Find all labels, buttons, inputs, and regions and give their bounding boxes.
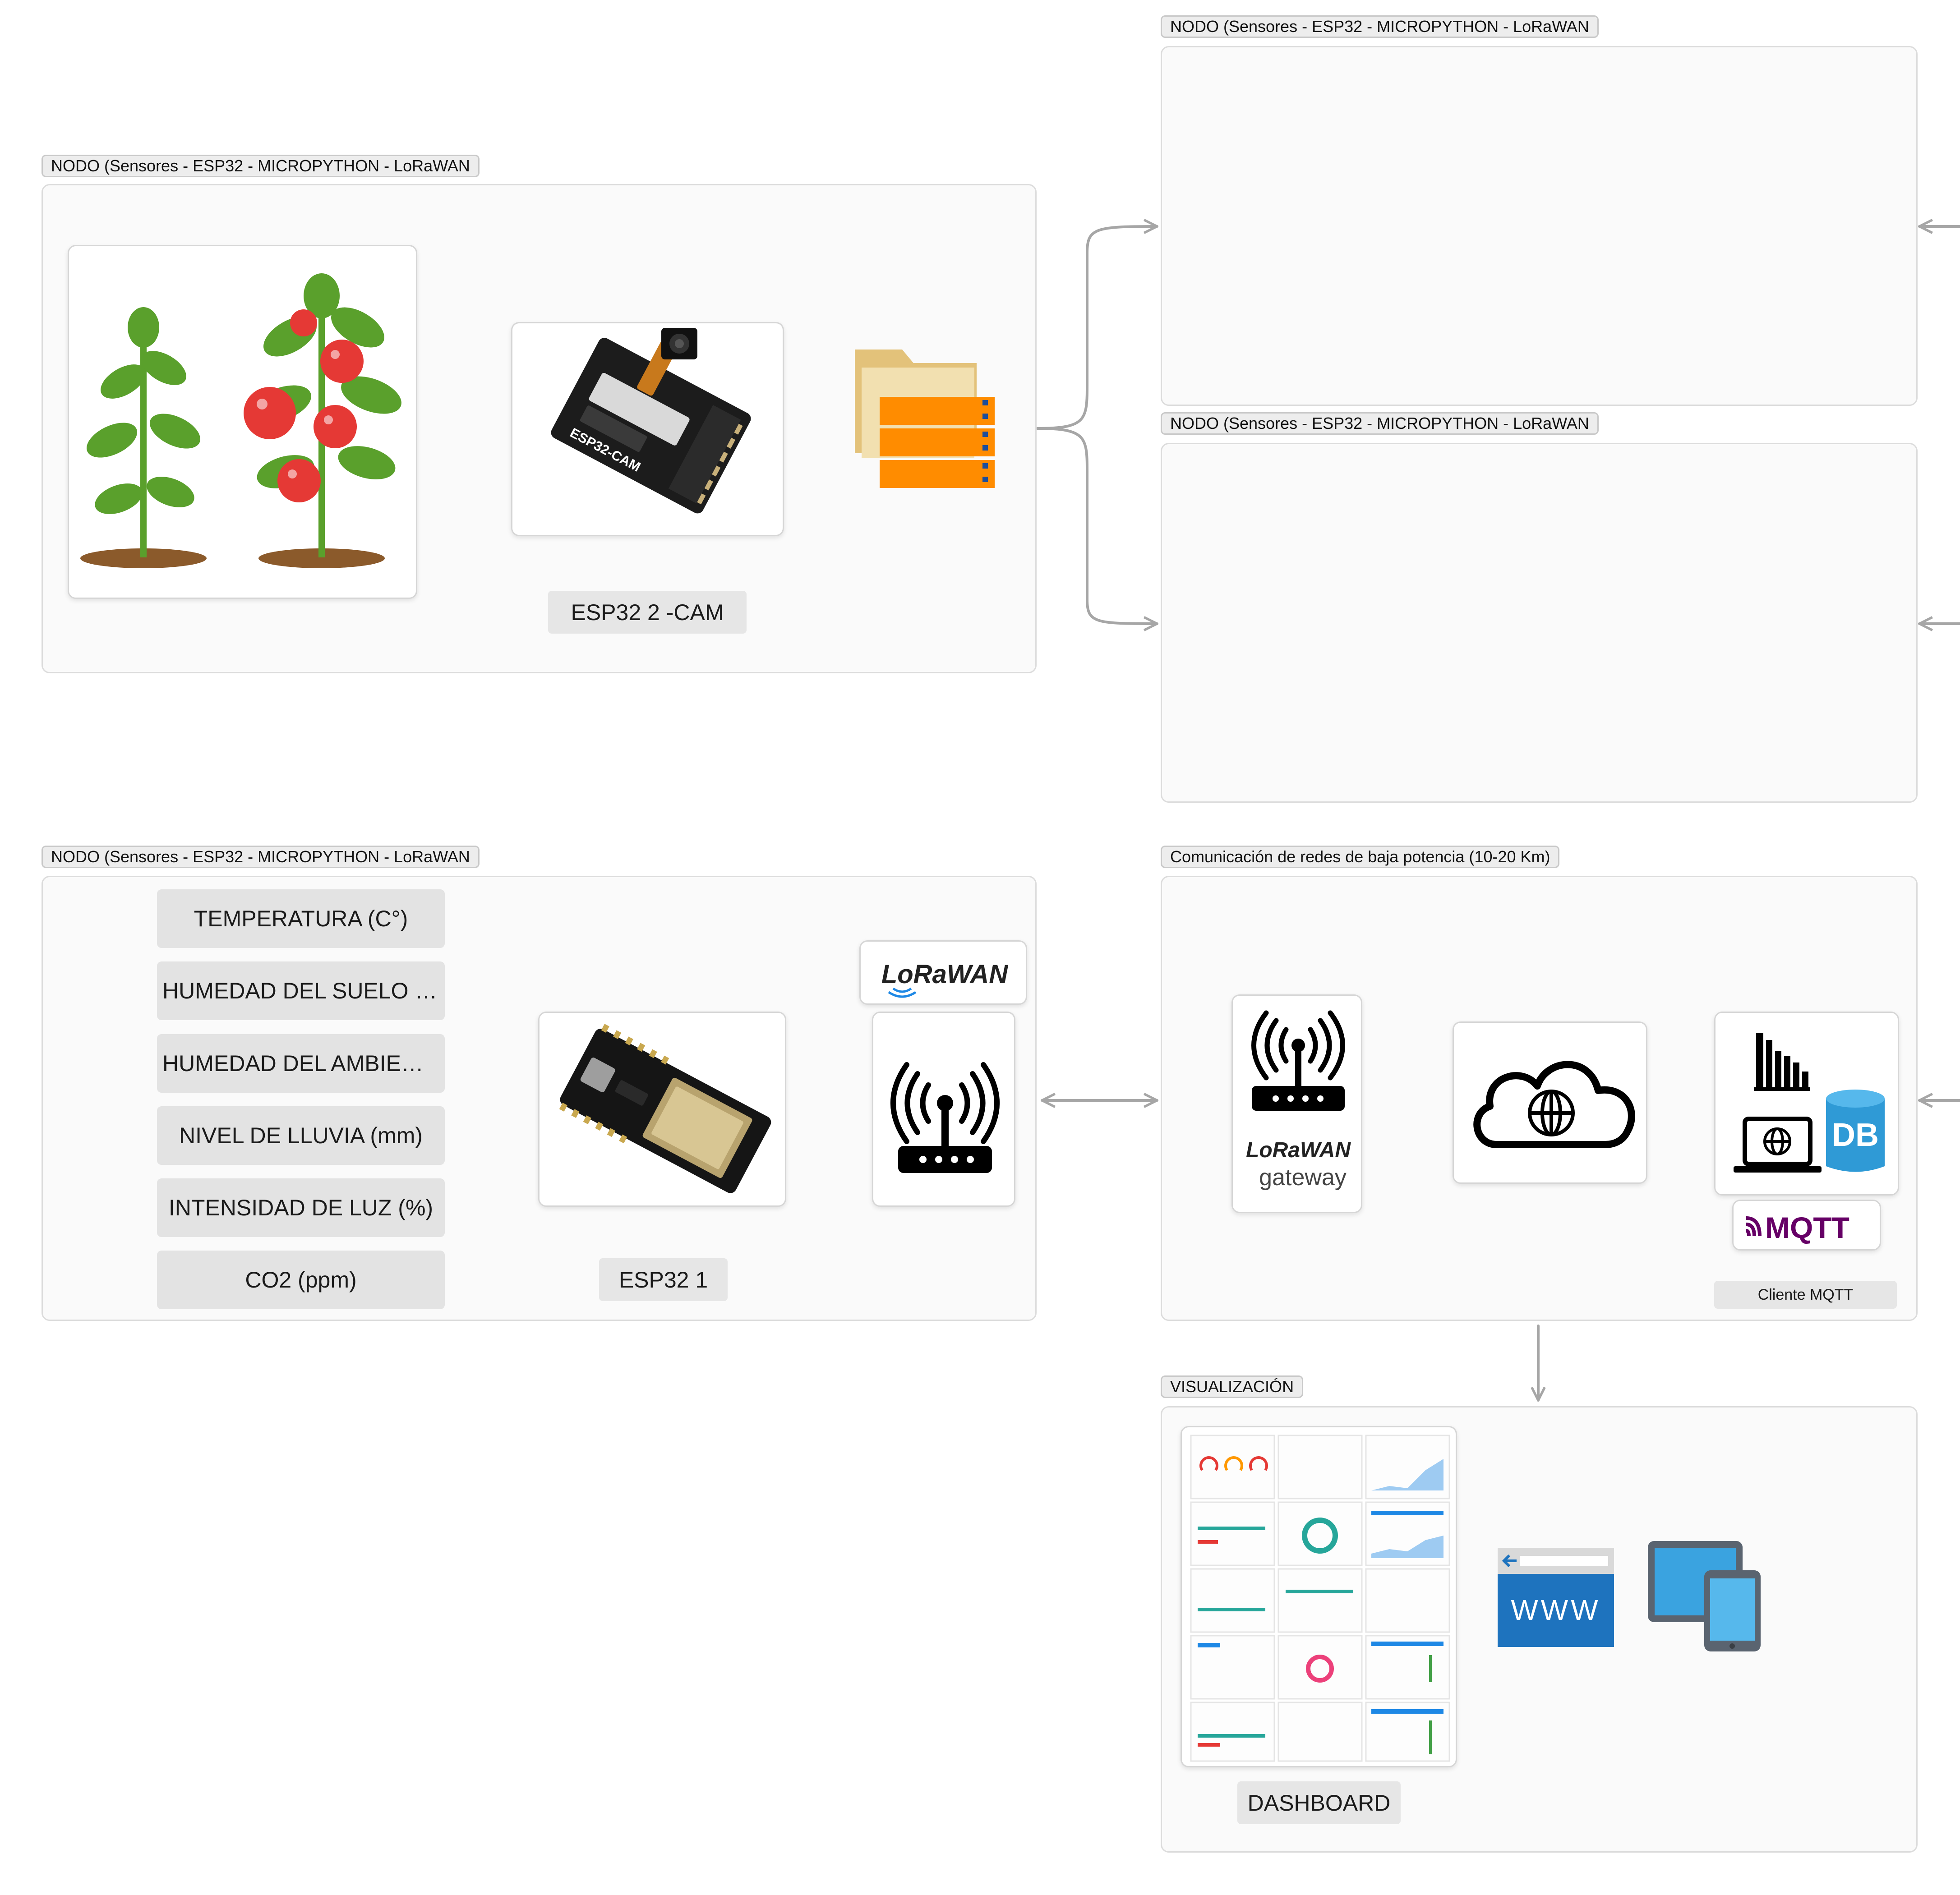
group-title-node-top-right: NODO (Sensores - ESP32 - MICROPYTHON - L… [1161, 15, 1599, 38]
sensor-co2: CO2 (ppm) [157, 1251, 445, 1309]
group-title-node-sensors: NODO (Sensores - ESP32 - MICROPYTHON - L… [42, 846, 480, 868]
esp32-1-label: ESP32 1 [599, 1258, 728, 1301]
sensor-temperature: TEMPERATURA (C°) [157, 889, 445, 948]
sensor-light-intensity: INTENSIDAD DE LUZ (%) [157, 1178, 445, 1237]
mqtt-logo: MQTT [1732, 1200, 1881, 1251]
group-node-mid-right [1161, 443, 1918, 803]
lorawan-logo-text: LoRaWAN [881, 960, 1008, 989]
gateway-word-text: gateway [1259, 1164, 1347, 1191]
folder-server-icon [853, 350, 997, 494]
analytics-db-icon: DB [1714, 1012, 1899, 1196]
dashboard-screenshot [1181, 1426, 1457, 1767]
arrow-node-to-top-right [1036, 219, 1158, 430]
arrow-node-to-mid-right [1036, 427, 1158, 631]
group-title-node-mid-right: NODO (Sensores - ESP32 - MICROPYTHON - L… [1161, 412, 1599, 435]
sensor-rain-level: NIVEL DE LLUVIA (mm) [157, 1106, 445, 1165]
lorawan-logo: LoRaWAN [859, 940, 1027, 1005]
mqtt-text: MQTT [1765, 1211, 1849, 1244]
gateway-lorawan-text: LoRaWAN [1246, 1138, 1351, 1162]
group-node-top-right [1161, 46, 1918, 406]
devices-icon [1646, 1539, 1763, 1654]
db-text: DB [1832, 1117, 1879, 1153]
lorawan-gateway-icon: LoRaWAN gateway [1231, 994, 1362, 1213]
esp32-board-image [538, 1012, 786, 1207]
sensor-soil-humidity: HUMEDAD DEL SUELO (%) [157, 961, 445, 1020]
group-title-node-camera: NODO (Sensores - ESP32 - MICROPYTHON - L… [42, 155, 480, 177]
tomato-plants-image [68, 245, 417, 599]
esp32-cam-board-image: ESP32-CAM [511, 322, 784, 536]
sensor-air-humidity: HUMEDAD DEL AMBIENT... [157, 1034, 445, 1093]
www-browser-icon: WWW [1498, 1548, 1614, 1647]
www-text: WWW [1511, 1594, 1600, 1626]
antenna-router-icon [872, 1012, 1015, 1207]
group-title-visualization: VISUALIZACIÓN [1161, 1375, 1304, 1398]
cloud-globe-icon [1453, 1021, 1647, 1184]
dashboard-label: DASHBOARD [1237, 1781, 1401, 1824]
esp32-cam-label: ESP32 2 -CAM [548, 591, 747, 634]
mqtt-client-label: Cliente MQTT [1714, 1281, 1897, 1309]
group-title-lpwan: Comunicación de redes de baja potencia (… [1161, 846, 1560, 868]
